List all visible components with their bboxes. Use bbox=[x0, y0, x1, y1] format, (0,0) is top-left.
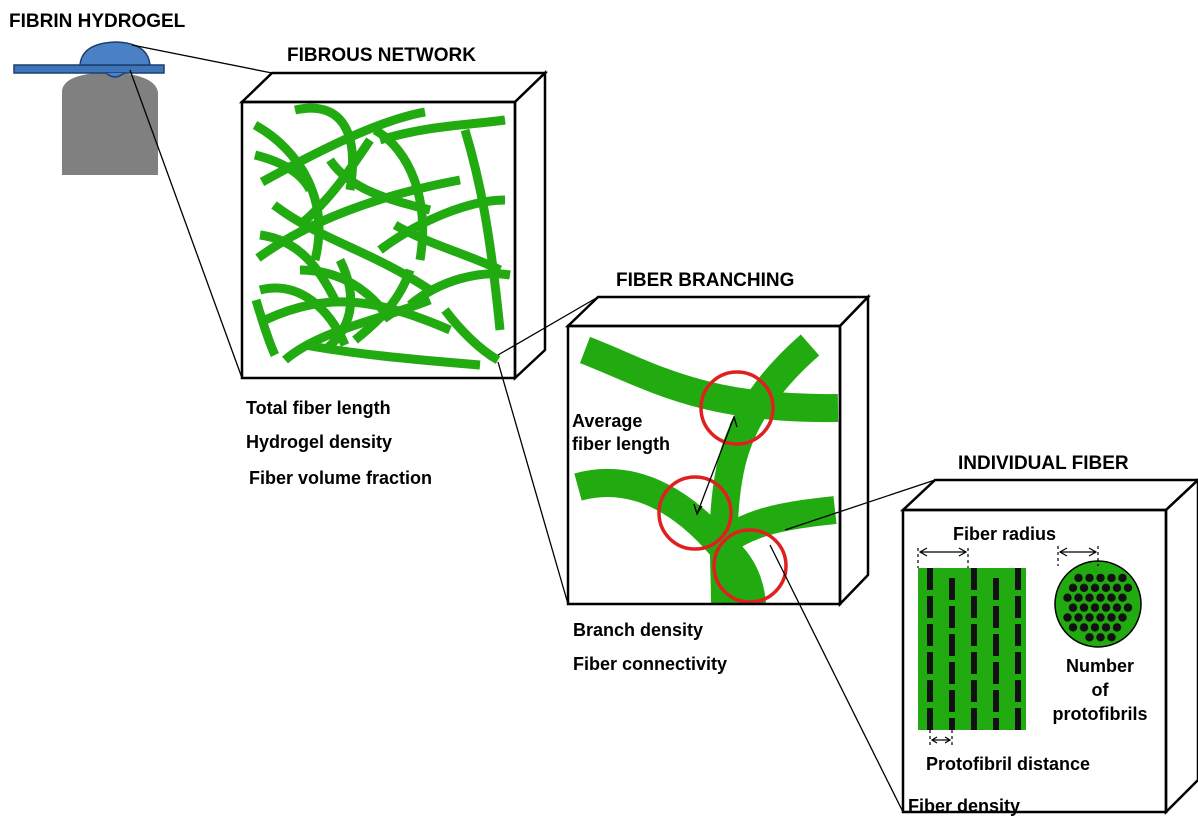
protofibril-dot bbox=[1107, 633, 1116, 642]
fiber-branching-box bbox=[564, 293, 871, 608]
fibrous-network-box bbox=[238, 70, 549, 381]
zoom-lines-1 bbox=[129, 44, 273, 379]
title-fiber-branching: FIBER BRANCHING bbox=[616, 270, 795, 291]
protofibril-dot bbox=[1085, 613, 1094, 622]
protofibril-dot bbox=[1074, 593, 1083, 602]
label-number: Number bbox=[1065, 656, 1134, 676]
title-fibrous-network: FIBROUS NETWORK bbox=[287, 45, 476, 66]
protofibril-dot bbox=[1068, 603, 1078, 612]
protofibril-dot bbox=[1085, 573, 1094, 583]
protofibril-dot bbox=[1112, 623, 1122, 632]
protofibril-dot bbox=[1096, 573, 1105, 583]
hydrogel-drop-bottom bbox=[105, 72, 125, 78]
protofibril-dot bbox=[1090, 603, 1100, 612]
hydrogel-drop bbox=[79, 41, 151, 66]
label-fiber-radius: Fiber radius bbox=[953, 524, 1057, 544]
protofibril-dot bbox=[1079, 623, 1089, 632]
glass-slide bbox=[13, 64, 165, 74]
protofibril-dot bbox=[1101, 583, 1111, 592]
individual-fiber-box bbox=[899, 478, 1198, 816]
avg-fiber-length-arrow bbox=[693, 415, 738, 516]
protofibril-dot bbox=[1112, 583, 1122, 592]
title-fibrin-hydrogel: FIBRIN HYDROGEL bbox=[9, 11, 186, 32]
label-average: Average bbox=[572, 411, 643, 431]
label-hydrogel-density: Hydrogel density bbox=[246, 432, 393, 452]
protofibril-dot bbox=[1118, 613, 1127, 622]
label-fiber-length: fiber length bbox=[572, 434, 670, 454]
protofibril-strands bbox=[927, 568, 1021, 730]
protofibril-dot bbox=[1101, 623, 1111, 632]
protofibril-dot bbox=[1123, 583, 1133, 592]
protofibril-dot bbox=[1074, 613, 1083, 622]
network-fibers bbox=[251, 103, 511, 370]
protofibril-dot bbox=[1085, 633, 1094, 642]
branch-point-circle-2 bbox=[657, 475, 733, 551]
label-fiber-density: Fiber density bbox=[908, 796, 1021, 816]
protofibril-dot bbox=[1118, 573, 1127, 583]
protofibril-dot bbox=[1068, 623, 1078, 632]
protofibril-dot bbox=[1063, 613, 1072, 622]
hydrogel-sample bbox=[13, 41, 165, 175]
branch-point-circle-1 bbox=[699, 370, 775, 446]
label-fiber-volume-fraction: Fiber volume fraction bbox=[249, 468, 433, 488]
label-protofibril-distance: Protofibril distance bbox=[926, 754, 1091, 774]
title-individual-fiber: INDIVIDUAL FIBER bbox=[958, 453, 1129, 474]
label-of: of bbox=[1091, 680, 1109, 700]
protofibril-dot bbox=[1063, 593, 1072, 602]
label-protofibrils: protofibrils bbox=[1052, 704, 1148, 724]
zoom-lines-2 bbox=[497, 296, 599, 605]
protofibril-dot bbox=[1090, 623, 1100, 632]
protofibril-dot bbox=[1079, 603, 1089, 612]
protofibril-dot bbox=[1118, 593, 1127, 602]
protofibril-dot bbox=[1068, 583, 1078, 592]
protofibril-distance-dimension bbox=[929, 730, 953, 746]
label-branch-density: Branch density bbox=[573, 620, 704, 640]
protofibril-dot bbox=[1096, 633, 1105, 642]
protofibril-dot bbox=[1107, 573, 1116, 583]
branch-point-circle-3 bbox=[712, 528, 788, 604]
protofibril-dot bbox=[1107, 593, 1116, 602]
holder-cylinder bbox=[62, 72, 158, 175]
zoom-lines-3 bbox=[769, 479, 936, 813]
label-total-fiber-length: Total fiber length bbox=[246, 398, 391, 418]
fiber-longitudinal bbox=[918, 568, 1026, 730]
protofibril-dot bbox=[1096, 593, 1105, 602]
protofibril-dot bbox=[1090, 583, 1100, 592]
protofibril-dot bbox=[1085, 593, 1094, 602]
protofibril-dot bbox=[1079, 583, 1089, 592]
protofibril-dot bbox=[1112, 603, 1122, 612]
label-fiber-connectivity: Fiber connectivity bbox=[573, 654, 728, 674]
protofibril-dot bbox=[1101, 603, 1111, 612]
fiber-radius-dimension bbox=[917, 546, 1099, 568]
protofibril-dot bbox=[1107, 613, 1116, 622]
protofibril-dot bbox=[1096, 613, 1105, 622]
protofibril-dot bbox=[1123, 603, 1133, 612]
protofibril-dots bbox=[1063, 573, 1133, 642]
protofibril-dot bbox=[1074, 573, 1083, 583]
